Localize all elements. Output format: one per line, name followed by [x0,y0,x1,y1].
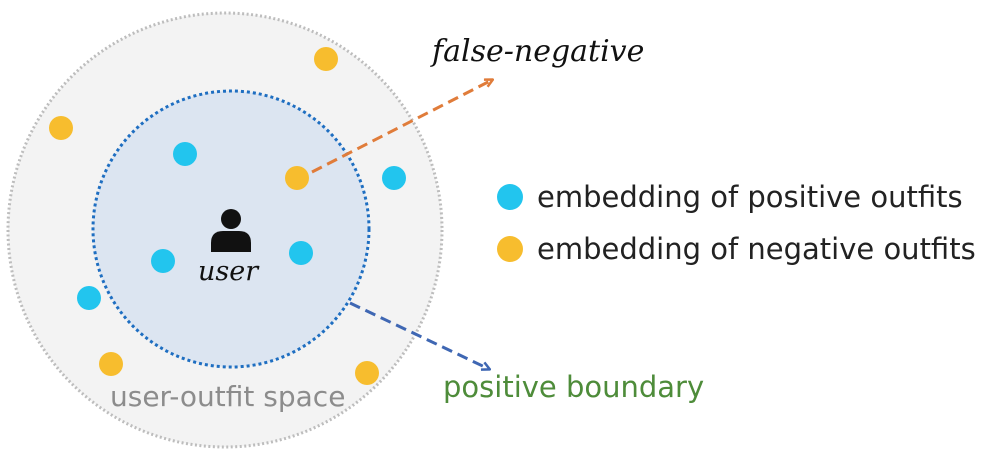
user-label: user [198,256,259,287]
positive-embedding-point [382,166,406,190]
legend-item-positive: embedding of positive outfits [497,180,963,214]
positive-embedding-point [289,241,313,265]
positive-embedding-point [173,142,197,166]
negative-embedding-point [355,361,379,385]
positive-boundary-arrow [349,301,489,369]
user-outfit-space-label: user-outfit space [110,380,346,413]
legend-positive-label: embedding of positive outfits [537,180,963,214]
negative-embedding-point [314,47,338,71]
positive-embedding-point [151,249,175,273]
positive-boundary-label: positive boundary [443,370,705,404]
negative-embedding-point [49,116,73,140]
negative-embedding-point [285,166,309,190]
person-icon [211,209,251,252]
positive-dot-icon [497,184,523,210]
positive-embedding-point [77,286,101,310]
negative-embedding-point [99,352,123,376]
false-negative-label: false-negative [432,34,645,69]
legend-item-negative: embedding of negative outfits [497,232,976,266]
negative-dot-icon [497,236,523,262]
legend-negative-label: embedding of negative outfits [537,232,976,266]
